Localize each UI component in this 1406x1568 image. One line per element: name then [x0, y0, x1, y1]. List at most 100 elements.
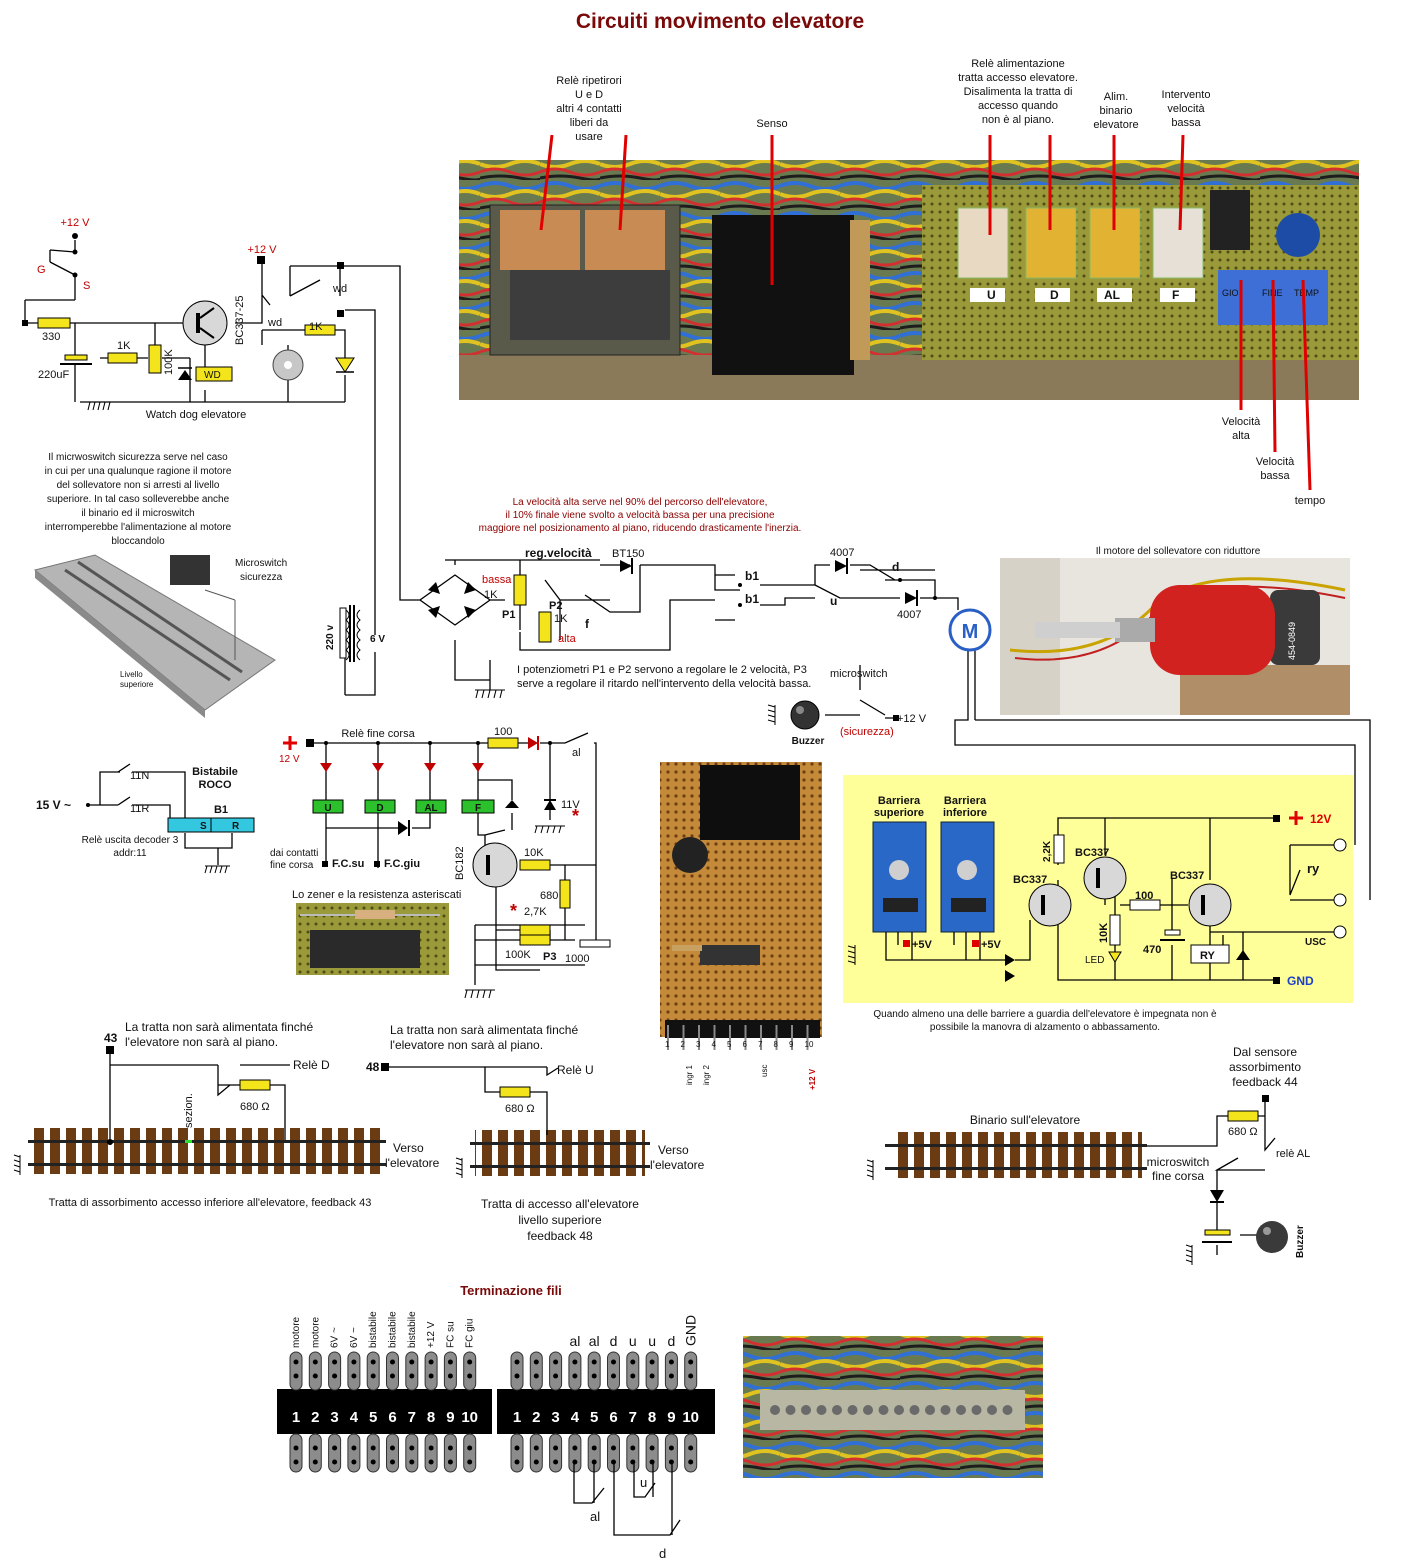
barrier-inf-1: Barriera [944, 795, 987, 807]
terminal-hole [649, 1459, 655, 1465]
terminal-upper-lug [386, 1351, 399, 1391]
barrier-led: LED [1085, 955, 1104, 966]
terminal-upper-lug [645, 1351, 659, 1391]
barrier-5v-a: +5V [912, 939, 933, 951]
pcb-12v: +12 V [808, 1068, 817, 1090]
track-right-r680: 680 Ω [1228, 1126, 1258, 1138]
motor-symbol [948, 608, 992, 652]
terminal-screw [909, 1405, 920, 1415]
terminal-screw [971, 1405, 982, 1415]
terminal-lower-lug [684, 1433, 698, 1473]
terminal-hole [293, 1373, 299, 1379]
terminal-strip-right [497, 1389, 715, 1434]
terminal-lower-lug [328, 1433, 342, 1473]
bist-b1: B1 [214, 804, 228, 816]
terminal-hole [312, 1445, 318, 1451]
terminal-label: bistabile [407, 1311, 418, 1348]
terminal-hole [611, 1445, 616, 1451]
terminal-upper-lug [463, 1351, 477, 1391]
terminal-hole [688, 1359, 694, 1365]
label-f: f [585, 617, 590, 631]
track-mid-note-2: l'elevatore non sarà al piano. [390, 1038, 543, 1052]
label-rele-ud-4: liberi da [570, 117, 609, 129]
relay-panel-photo [459, 160, 1359, 400]
terminal-number: 2 [532, 1409, 540, 1426]
terminal-upper-lug [626, 1351, 640, 1391]
track-right-dal-3: feedback 44 [1232, 1075, 1298, 1089]
terminal-label: al [589, 1333, 600, 1349]
terminal-number: 10 [682, 1409, 699, 1426]
photo-pointers [539, 134, 1312, 491]
label-d: d [892, 560, 899, 574]
label-u: u [830, 594, 837, 608]
bist-11r: 11R [130, 803, 149, 815]
svg-text:*: * [572, 806, 579, 826]
terminal-upper-lug [568, 1351, 582, 1391]
terminal-hole [390, 1359, 395, 1365]
terminal-number: 8 [427, 1409, 435, 1426]
terminal-hole [611, 1359, 616, 1365]
terminal-hole [467, 1459, 473, 1465]
terminal-hole [591, 1359, 597, 1365]
pcb-pin-number: 6 [743, 1040, 748, 1049]
terminal-hole [370, 1373, 376, 1379]
bist-r: R [232, 821, 240, 832]
terminal-hole [649, 1359, 655, 1365]
barrier-ry-box: RY [1200, 950, 1216, 962]
terminal-screw [1002, 1405, 1013, 1415]
terminal-hole [332, 1459, 338, 1465]
fc-al: al [572, 747, 581, 759]
track-left [13, 1046, 386, 1175]
wd-s: S [83, 280, 90, 292]
barrier-sup-1: Barriera [878, 795, 921, 807]
terminal-label: bistabile [388, 1311, 399, 1348]
pcb-pin-number: 9 [789, 1040, 794, 1049]
terminal-lower-lug [529, 1433, 543, 1473]
livello-1: Livello [120, 670, 143, 679]
terminal-hole [533, 1373, 539, 1379]
terminal-hole [428, 1445, 434, 1451]
terminal-screw [847, 1405, 858, 1415]
label-p1-1k: 1K [484, 589, 498, 601]
terminal-lower-lug [626, 1433, 640, 1473]
track-left-note-1: La tratta non sarà alimentata finché [125, 1020, 313, 1034]
speed-note-2: il 10% finale viene svolto a velocità ba… [505, 510, 774, 521]
fc-dai-2: fine corsa [270, 860, 314, 871]
wd-r1k-b: 1K [309, 321, 323, 333]
terminal-hole [293, 1445, 299, 1451]
label-p2: P2 [549, 600, 562, 612]
bist-11n: 11N [130, 770, 149, 782]
ms-note-5: il binario ed il microswitch [81, 508, 194, 519]
terminal-hole [533, 1459, 539, 1465]
wd-relay [195, 366, 233, 382]
terminal-hole [688, 1459, 694, 1465]
terminal-hole [370, 1359, 376, 1365]
terminal-lower-lug [424, 1433, 438, 1473]
terminal-hole [572, 1359, 578, 1365]
relay-letter-al: AL [1104, 288, 1120, 302]
bistabile-circuit [86, 763, 255, 874]
label-sicurezza: (sicurezza) [840, 726, 894, 738]
terminal-hole [293, 1459, 299, 1465]
terminal-hole [390, 1445, 395, 1451]
pcb-ingr1: ingr 1 [685, 1064, 694, 1085]
terminal-number: 10 [461, 1409, 478, 1426]
label-rele-alim-2: tratta accesso elevatore. [958, 72, 1078, 84]
label-buzzer: Buzzer [792, 736, 825, 747]
track-illustration [33, 554, 276, 718]
track-left-caption: Tratta di assorbimento accesso inferiore… [49, 1197, 372, 1209]
pcb-pin-number: 5 [727, 1040, 732, 1049]
barrier-usc: USC [1305, 937, 1326, 948]
terminal-hole [351, 1373, 357, 1379]
terminal-number: 8 [648, 1409, 656, 1426]
track-left-verso-1: Verso [393, 1141, 424, 1155]
label-vel-alta-1: Velocità [1222, 416, 1261, 428]
fc-fcgiu: F.C.giu [384, 858, 420, 870]
fc-relay-u: U [324, 803, 331, 814]
terminal-hole [447, 1445, 453, 1451]
terminal-lower-lug [463, 1433, 477, 1473]
label-microswitch: microswitch [830, 668, 887, 680]
terminal-hole [390, 1373, 395, 1379]
terminal-number: 9 [446, 1409, 454, 1426]
